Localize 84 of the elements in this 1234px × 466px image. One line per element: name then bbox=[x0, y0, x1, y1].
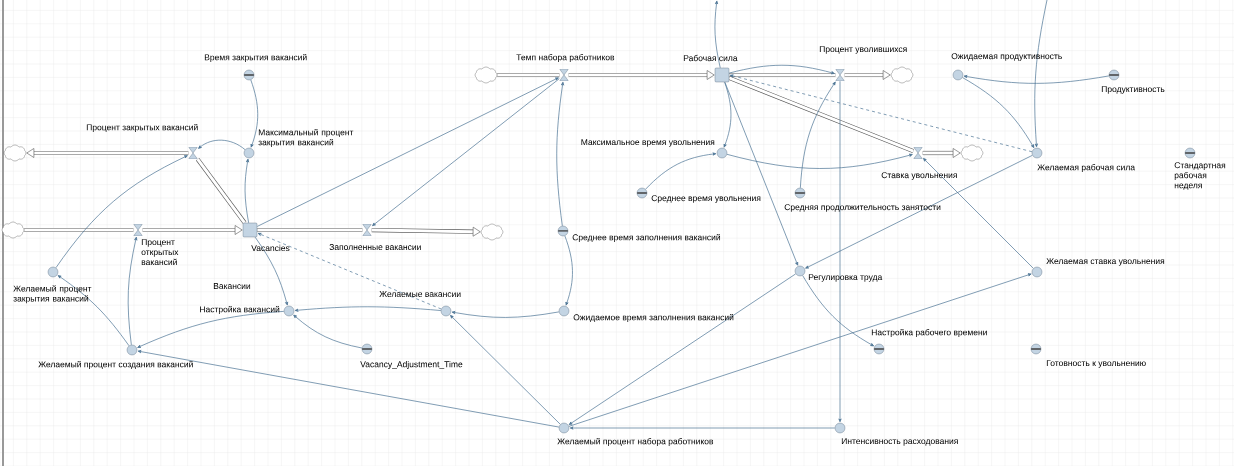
variable-label: Желаемый процент закрытия вакансий bbox=[13, 285, 92, 304]
flow-pipe bbox=[24, 227, 134, 233]
flow-pipe bbox=[257, 227, 363, 233]
variable-label: Настройка рабочего времени bbox=[871, 328, 987, 338]
link-arrow bbox=[451, 311, 560, 318]
variable-label: Ставка увольнения bbox=[881, 172, 957, 180]
link-arrow bbox=[137, 350, 560, 428]
link-arrow bbox=[838, 80, 842, 423]
variable-label: Среднее время заполнения вакансий bbox=[572, 233, 721, 243]
link-arrow bbox=[963, 75, 1110, 84]
link-arrow bbox=[137, 311, 285, 348]
link-arrow bbox=[723, 81, 732, 148]
link-arrow bbox=[556, 81, 565, 227]
link-arrow bbox=[198, 139, 246, 150]
link-arrow bbox=[568, 273, 1032, 427]
variable-label: Желаемая рабочая сила bbox=[1037, 164, 1135, 172]
cloud bbox=[480, 223, 504, 241]
variable-label: Средняя продолжительность занятости bbox=[784, 204, 941, 212]
link-arrow bbox=[805, 154, 1033, 269]
link-arrow bbox=[293, 314, 363, 349]
variable-label: Стандартная рабочая неделя bbox=[1174, 162, 1226, 190]
dashed-link-arrow bbox=[257, 233, 442, 310]
cloud bbox=[3, 144, 27, 162]
link-arrow bbox=[714, 0, 721, 69]
variable-label: Максимальное время увольнения bbox=[581, 139, 715, 147]
link-arrow bbox=[569, 426, 836, 430]
variable-label: Ожидаемая продуктивность bbox=[951, 53, 1062, 61]
cloud bbox=[960, 144, 984, 162]
flow-pipe bbox=[729, 72, 836, 78]
link-arrow bbox=[57, 275, 130, 347]
variable-label: Готовность к увольнению bbox=[1046, 360, 1146, 368]
link-arrow bbox=[728, 64, 835, 75]
variable-label: Среднее время увольнения bbox=[651, 195, 761, 203]
flow-pipe bbox=[142, 225, 243, 235]
variable-label: Vacancy_Adjustment_Time bbox=[360, 361, 463, 369]
variable-label: Желаемые вакансии bbox=[379, 291, 461, 297]
link-arrow bbox=[127, 236, 138, 346]
flow-pipe bbox=[728, 75, 915, 154]
variable-label: Настройка вакансий bbox=[200, 305, 280, 315]
link-arrow bbox=[1034, 0, 1048, 148]
cloud bbox=[474, 66, 498, 84]
variable-label: Интенсивность расходования bbox=[841, 438, 958, 446]
link-arrow bbox=[564, 235, 573, 306]
variable-label: Желаемый процент набора работников bbox=[557, 437, 714, 447]
variable-label: Темп набора работников bbox=[516, 54, 615, 62]
variable-label: Заполненные вакансии bbox=[329, 244, 421, 250]
cloud bbox=[1, 221, 25, 239]
link-arrow bbox=[450, 314, 561, 425]
dashed-link-arrow bbox=[729, 74, 1033, 153]
variable-label: Ожидаемое время заполнения вакансий bbox=[573, 313, 734, 323]
flow-pipe bbox=[568, 70, 715, 80]
cloud bbox=[890, 66, 914, 84]
variable-label: Максимальный процент закрытия вакансий bbox=[258, 128, 354, 148]
group-label: Вакансии bbox=[213, 283, 251, 289]
link-arrow bbox=[55, 155, 188, 269]
link-arrow bbox=[568, 273, 797, 425]
variable-label: Время закрытия вакансий bbox=[204, 53, 307, 62]
flow-pipe bbox=[497, 72, 560, 78]
link-arrow bbox=[254, 236, 289, 306]
flow-pipe bbox=[844, 70, 891, 80]
link-arrow bbox=[294, 306, 442, 312]
link-arrow bbox=[244, 158, 250, 224]
flow-pipe bbox=[371, 226, 481, 237]
variable-label: Процент уволившихся bbox=[819, 46, 907, 54]
link-arrow bbox=[256, 77, 559, 227]
link-arrow bbox=[802, 275, 874, 347]
link-arrow bbox=[645, 152, 717, 190]
variable-label: Процент открытых вакансий bbox=[141, 239, 179, 266]
link-arrow bbox=[923, 158, 1034, 269]
link-arrow bbox=[250, 79, 259, 148]
variable-label: Желаемая ставка увольнения bbox=[1046, 258, 1165, 266]
variable-label: Продуктивность bbox=[1101, 86, 1165, 94]
flow-pipe bbox=[195, 157, 247, 225]
variable-label: Желаемый процент создания вакансий bbox=[38, 360, 193, 370]
link-arrow bbox=[962, 77, 1035, 149]
variable-label: Рабочая сила bbox=[683, 54, 738, 62]
flow-pipe bbox=[922, 148, 961, 158]
link-arrow bbox=[372, 78, 560, 227]
flow-pipe bbox=[26, 148, 189, 158]
link-arrow bbox=[800, 81, 836, 189]
variable-label: Процент закрытых вакансий bbox=[86, 123, 198, 132]
variable-label: Vacancies bbox=[251, 244, 290, 252]
variable-label: Регулировка труда bbox=[808, 274, 883, 282]
link-arrow bbox=[726, 153, 913, 169]
